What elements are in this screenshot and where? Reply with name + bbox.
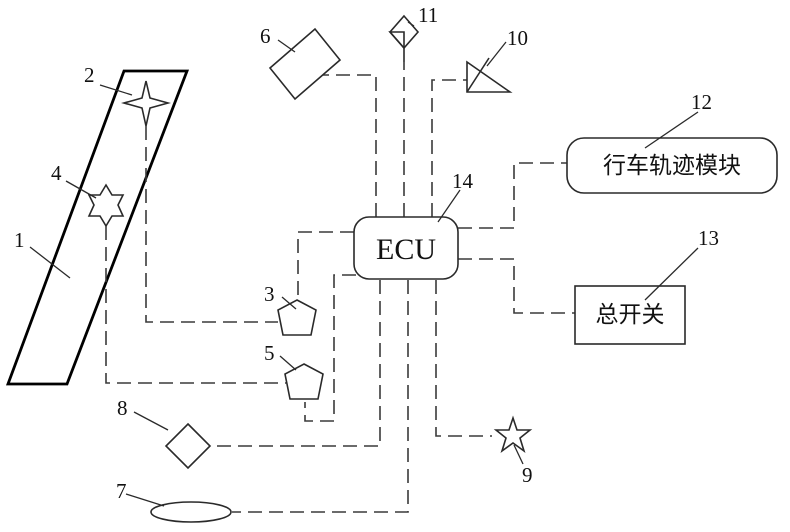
wire-ecu-oval7 — [232, 280, 408, 512]
ecu-label: ECU — [376, 233, 436, 266]
wire-sensor2-pump3 — [146, 126, 278, 322]
label-8: 8 — [117, 396, 128, 420]
label-4: 4 — [51, 161, 62, 185]
label-12: 12 — [691, 90, 712, 114]
label-11: 11 — [418, 3, 438, 27]
triangle-sensor — [467, 62, 510, 92]
label-7: 7 — [116, 479, 127, 503]
rotated-block-sensor — [270, 29, 340, 99]
diamond-sensor — [166, 424, 210, 468]
pentagon-pump-lower — [285, 364, 323, 399]
wire-ecu-block6 — [322, 75, 376, 217]
wire-ecu-pump3 — [298, 232, 354, 298]
label-10: 10 — [507, 26, 528, 50]
label-9: 9 — [522, 463, 533, 487]
leader-7 — [126, 494, 164, 506]
leader-8 — [134, 412, 168, 430]
wire-ecu-module12 — [458, 163, 567, 228]
wire-sensor4-pump5 — [106, 226, 286, 383]
six-point-star-sensor — [89, 185, 123, 226]
label-14: 14 — [452, 169, 474, 193]
slanted-frame — [8, 71, 187, 384]
label-5: 5 — [264, 341, 275, 365]
oval-sensor — [151, 502, 231, 522]
wire-ecu-switch13 — [458, 259, 575, 313]
label-3: 3 — [264, 282, 275, 306]
five-point-star-sensor — [496, 418, 530, 451]
leader-5 — [280, 356, 296, 370]
label-6: 6 — [260, 24, 271, 48]
label-2: 2 — [84, 63, 95, 87]
label-1: 1 — [14, 228, 25, 252]
leader-10 — [487, 42, 506, 66]
wire-ecu-star9 — [436, 280, 492, 436]
leader-6 — [278, 40, 295, 52]
four-point-star-sensor — [124, 81, 168, 126]
wire-ecu-triangle10 — [432, 80, 468, 217]
main-switch-label: 总开关 — [596, 302, 665, 328]
trajectory-module-label: 行车轨迹模块 — [603, 153, 741, 179]
pentagon-pump-upper — [278, 300, 316, 335]
label-13: 13 — [698, 226, 719, 250]
leader-14 — [438, 190, 460, 222]
